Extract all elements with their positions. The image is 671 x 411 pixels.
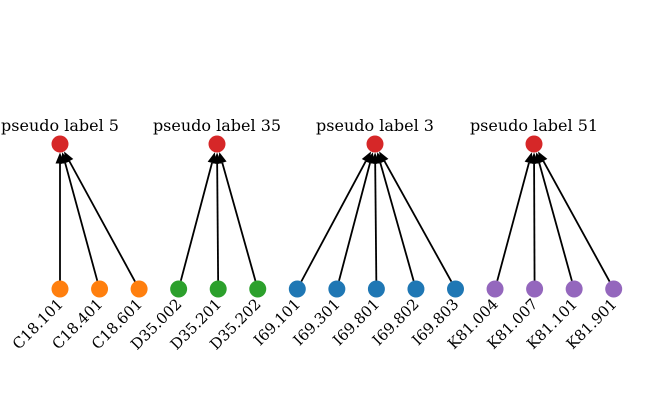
leaf-node bbox=[130, 280, 148, 298]
leaf-node bbox=[328, 280, 346, 298]
edge bbox=[221, 162, 257, 282]
group-3: pseudo label 3I69.101I69.301I69.801I69.8… bbox=[250, 116, 464, 349]
root-node bbox=[208, 135, 226, 153]
leaf-node bbox=[288, 280, 306, 298]
leaf-node bbox=[367, 280, 385, 298]
leaf-node bbox=[447, 280, 464, 298]
edge bbox=[338, 162, 371, 282]
leaf-node bbox=[565, 280, 583, 298]
edge bbox=[374, 163, 378, 281]
edge bbox=[496, 162, 530, 282]
leaf-node bbox=[526, 280, 544, 298]
group-label: pseudo label 51 bbox=[470, 116, 598, 135]
leaf-node bbox=[605, 280, 623, 298]
edge bbox=[538, 162, 573, 282]
leaf-node bbox=[486, 280, 504, 298]
edge bbox=[64, 162, 99, 282]
group-label: pseudo label 3 bbox=[316, 116, 434, 135]
group-label: pseudo label 5 bbox=[1, 116, 119, 135]
root-node bbox=[51, 135, 69, 153]
root-node bbox=[366, 135, 384, 153]
edge bbox=[383, 160, 453, 283]
edge bbox=[216, 163, 220, 281]
leaf-node bbox=[170, 280, 188, 298]
group-4: pseudo label 51K81.004K81.007K81.101K81.… bbox=[444, 116, 623, 353]
arrowhead-icon bbox=[217, 152, 227, 164]
arrowhead-icon bbox=[379, 151, 389, 164]
edge bbox=[379, 162, 415, 282]
edge bbox=[179, 162, 213, 282]
leaf-node bbox=[51, 280, 69, 298]
arrowhead-icon bbox=[538, 151, 548, 164]
leaf-node bbox=[91, 280, 109, 298]
group-label: pseudo label 35 bbox=[153, 116, 281, 135]
edge bbox=[542, 160, 611, 282]
edge bbox=[300, 160, 367, 282]
edge bbox=[68, 160, 136, 282]
leaf-node bbox=[249, 280, 267, 298]
arrowhead-icon bbox=[64, 151, 74, 164]
root-node bbox=[525, 135, 543, 153]
leaf-node bbox=[209, 280, 227, 298]
leaf-node bbox=[407, 280, 425, 298]
